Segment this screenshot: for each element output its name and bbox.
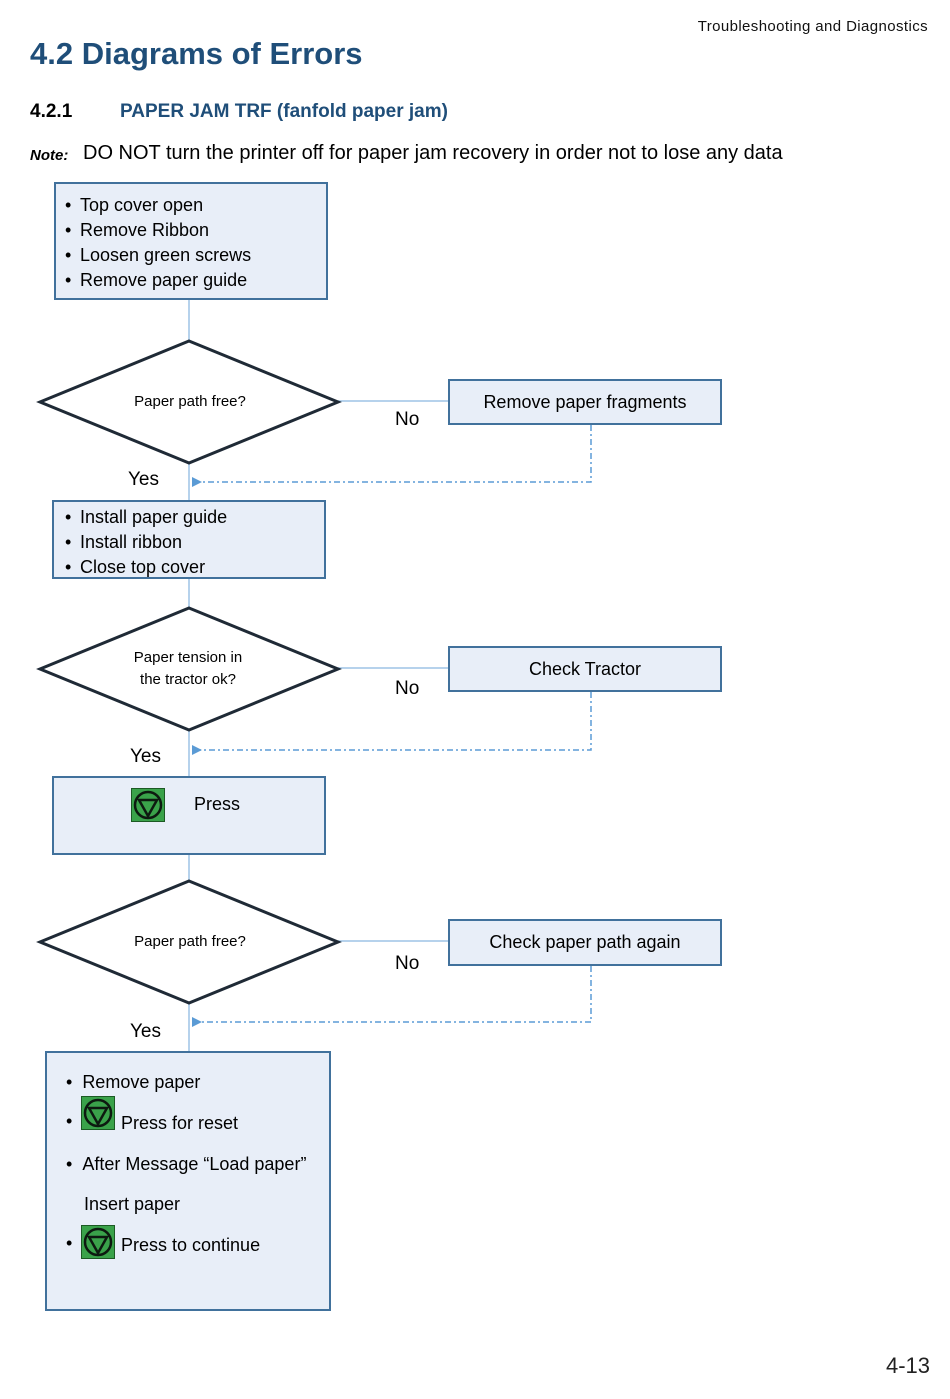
step4-item: • xyxy=(66,1233,73,1253)
return-path-2 xyxy=(192,692,592,755)
decision3-no-action: Check paper path again xyxy=(489,932,681,952)
page-title: 4.2 Diagrams of Errors xyxy=(30,36,363,71)
stop-button-icon xyxy=(81,1096,115,1130)
decision-diamond-3 xyxy=(36,879,342,1005)
stop-button-icon xyxy=(131,788,165,822)
step4-press-continue: Press to continue xyxy=(121,1235,261,1255)
step4-item: • xyxy=(66,1111,73,1131)
page-number: 4-13 xyxy=(885,1353,930,1378)
decision2-no-action-box: Check Tractor xyxy=(448,646,722,692)
decision1-no-action: Remove paper fragments xyxy=(483,391,687,412)
step1-item: •Loosen green screws xyxy=(65,245,252,265)
running-header: Troubleshooting and Diagnostics xyxy=(697,18,928,35)
decision1-no-action-box: Remove paper fragments xyxy=(448,379,722,425)
decision2-no-action: Check Tractor xyxy=(528,658,642,679)
step1-item: •Remove paper guide xyxy=(65,270,248,290)
step1-box: •Top cover open •Remove Ribbon •Loosen g… xyxy=(54,182,328,300)
step3-label: Press xyxy=(194,794,241,814)
decision3-yes-label: Yes xyxy=(130,1021,161,1042)
decision1-no-label: No xyxy=(395,409,420,430)
step3-box: Press xyxy=(52,776,326,855)
step2-item: •Install ribbon xyxy=(65,532,183,552)
decision2-no-label: No xyxy=(395,678,420,699)
decision3-label: Paper path free? xyxy=(134,933,246,950)
return-path-3 xyxy=(192,966,592,1027)
stop-button-icon xyxy=(81,1225,115,1259)
decision1-yes-label: Yes xyxy=(128,469,159,490)
decision-diamond-2 xyxy=(36,606,342,732)
note-text: DO NOT turn the printer off for paper ja… xyxy=(83,142,783,164)
return-path-1 xyxy=(192,425,592,487)
step2-item: •Close top cover xyxy=(65,557,206,577)
step2-item: •Install paper guide xyxy=(65,507,228,527)
step4-item: •After Message “Load paper” xyxy=(66,1154,307,1174)
decision-diamond-1 xyxy=(36,339,342,465)
step4-press-reset: Press for reset xyxy=(121,1113,239,1133)
decision3-no-action-box: Check paper path again xyxy=(448,919,722,966)
step2-box: •Install paper guide •Install ribbon •Cl… xyxy=(52,500,326,579)
decision3-no-label: No xyxy=(395,953,420,974)
step4-insert-paper: Insert paper xyxy=(84,1194,181,1214)
step4-item: •Remove paper xyxy=(66,1072,201,1092)
step1-item: •Top cover open xyxy=(65,195,204,215)
step4-box: •Remove paper • Press for reset •After M… xyxy=(45,1051,331,1311)
section-title: PAPER JAM TRF (fanfold paper jam) xyxy=(120,101,448,122)
step1-item: •Remove Ribbon xyxy=(65,220,210,240)
section-number: 4.2.1 xyxy=(30,101,73,122)
decision2-yes-label: Yes xyxy=(130,746,161,767)
note-label: Note: xyxy=(30,147,69,164)
decision2-label: Paper tension in the tractor ok? xyxy=(133,649,243,688)
decision1-label: Paper path free? xyxy=(134,393,246,410)
